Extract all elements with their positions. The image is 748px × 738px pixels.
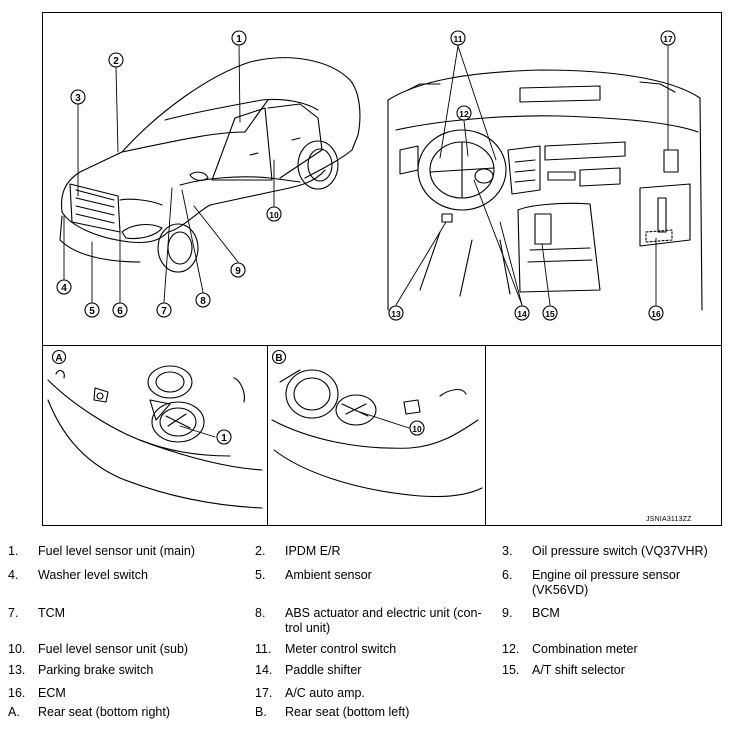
legend-num: A. [8,705,20,719]
callout-4: 4 [61,283,67,294]
legend-text: Engine oil pressure sensor (VK56VD) [532,568,680,597]
legend-num: 6. [502,568,513,582]
legend-num: 8. [255,606,266,620]
callout-12: 12 [459,109,469,119]
legend-num: 12. [502,642,520,656]
legend-num: 2. [255,544,266,558]
callout-16: 16 [651,309,661,319]
legend-num: 10. [8,642,26,656]
callout-7: 7 [161,306,167,317]
legend-text: ABS actuator and electric unit (con-trol… [285,606,482,635]
legend-text: Ambient sensor [285,568,372,582]
car-illustration [59,57,361,273]
legend-text: Paddle shifter [285,663,362,677]
legend-text: BCM [532,606,560,620]
figure-frame [42,12,722,526]
panel-a-label: A [55,353,62,364]
callout-15: 15 [545,309,555,319]
callout-17: 17 [663,34,673,44]
legend-text: Parking brake switch [38,663,154,677]
figure-code: JSNIA3113ZZ [646,516,692,523]
legend-text: A/T shift selector [532,663,625,677]
legend-num: 17. [255,686,273,700]
callout-11: 11 [454,34,463,44]
panel-a-illustration [47,365,263,509]
legend-text: IPDM E/R [285,544,341,558]
callout-10: 10 [269,210,279,220]
callout-9: 9 [235,266,241,277]
panel-divider-vertical-1 [267,345,268,526]
legend-text: A/C auto amp. [285,686,365,700]
callout-1-panel-a: 1 [221,433,227,444]
legend-num: 3. [502,544,513,558]
panel-b-illustration [271,369,483,498]
legend-text: Oil pressure switch (VQ37VHR) [532,544,708,558]
legend-text: Combination meter [532,642,638,656]
legend-text: Rear seat (bottom right) [38,705,170,719]
legend-num: 13. [8,663,26,677]
callout-8: 8 [200,296,206,307]
legend-num: B. [255,705,267,719]
legend-text: Fuel level sensor unit (main) [38,544,196,558]
callout-5: 5 [89,306,95,317]
callout-3: 3 [75,93,81,104]
callout-13: 13 [391,309,401,319]
legend-text: Meter control switch [285,642,397,656]
legend-num: 9. [502,606,513,620]
legend-num: 7. [8,606,19,620]
legend-text: ECM [38,686,66,700]
callout-1: 1 [236,34,242,45]
legend-num: 11. [255,642,272,656]
callout-6: 6 [117,306,123,317]
legend-num: 4. [8,568,19,582]
callout-2: 2 [113,56,119,67]
legend-num: 5. [255,568,266,582]
callout-10-panel-b: 10 [412,424,422,434]
legend-text: Washer level switch [38,568,148,582]
legend-num: 14. [255,663,273,677]
panel-divider-vertical-2 [485,345,486,526]
legend-text: TCM [38,606,66,620]
callout-14: 14 [517,309,527,319]
callout-circles [51,30,676,445]
panel-divider-horizontal [42,345,722,346]
legend-text: Rear seat (bottom left) [285,705,410,719]
legend-text: Fuel level sensor unit (sub) [38,642,189,656]
legend-num: 1. [8,544,19,558]
legend-num: 15. [502,663,520,677]
leader-lines [63,45,669,438]
legend-num: 16. [8,686,26,700]
dashboard-illustration [387,69,703,311]
panel-b-label: B [275,353,282,364]
